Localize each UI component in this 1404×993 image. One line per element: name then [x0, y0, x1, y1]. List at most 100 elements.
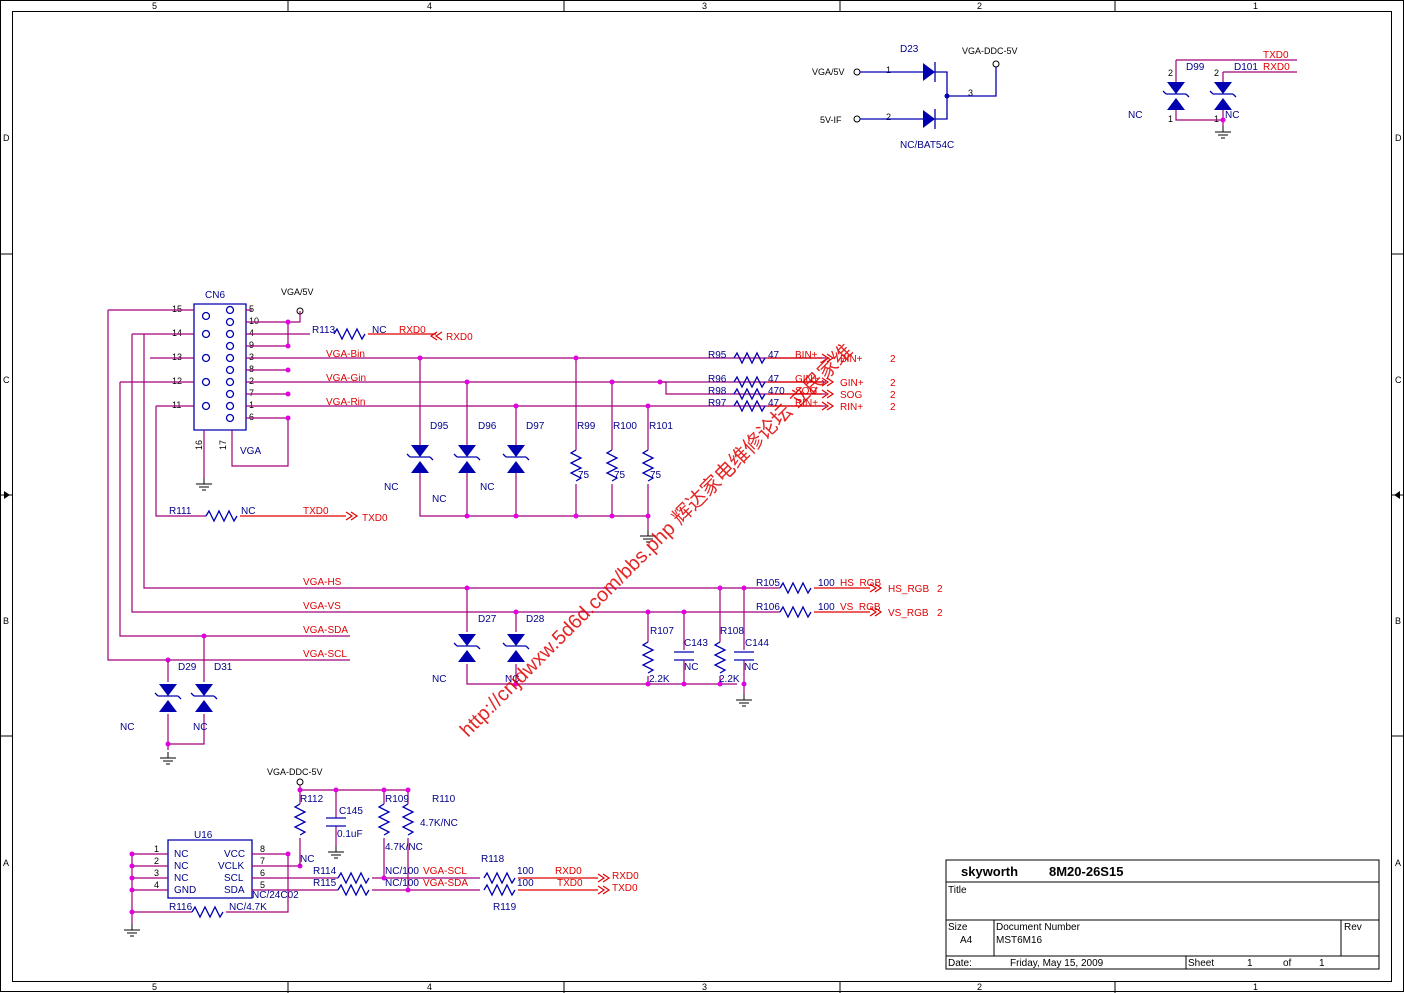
u16-right-label: VCC — [224, 849, 245, 860]
r98-port: SOG — [840, 390, 862, 401]
net-vga-rin: VGA-Rin — [326, 397, 365, 408]
r114-val: NC/100 — [385, 866, 419, 877]
d23-pin2: 2 — [886, 112, 891, 122]
vs-port: VS_RGB — [888, 608, 929, 619]
r107-ref: R107 — [650, 626, 674, 637]
docnum-label: Document Number — [996, 922, 1081, 933]
r118-val: 100 — [517, 866, 534, 877]
u16-left-label: NC — [174, 861, 188, 872]
d23-pin1: 1 — [886, 65, 891, 75]
of-value: 1 — [1319, 958, 1325, 969]
r111-val: NC — [241, 506, 255, 517]
d31-ref: D31 — [214, 662, 233, 673]
d28-val: NC — [505, 674, 519, 685]
u16-left-pin: 4 — [154, 880, 159, 890]
d97-ref: D97 — [526, 421, 545, 432]
r112-val: NC — [300, 854, 314, 865]
r95-val: 47 — [768, 350, 780, 361]
company-name: skyworth — [961, 864, 1018, 879]
d96-ref: D96 — [478, 421, 497, 432]
row-label-right: B — [1395, 616, 1401, 626]
row-label-right: C — [1395, 375, 1402, 385]
cn6-right-pin: 8 — [249, 364, 254, 374]
net-vga-sda: VGA-SDA — [303, 625, 348, 636]
u16-right-label: SCL — [224, 873, 244, 884]
u16-ref: U16 — [194, 830, 213, 841]
u16-left-label: NC — [174, 873, 188, 884]
col-label-top: 5 — [152, 1, 157, 11]
vs-net: VS_RGB — [840, 602, 881, 613]
d97-val: NC — [480, 482, 494, 493]
row-label-right: D — [1395, 133, 1402, 143]
d29-ref: D29 — [178, 662, 197, 673]
txd-port: TXD0 — [612, 883, 638, 894]
title-block: skyworth 8M20-26S15 Title Size A4 Docume… — [945, 859, 1380, 970]
hs-sheet: 2 — [937, 584, 943, 595]
title-label: Title — [948, 885, 967, 896]
txd-net: TXD0 — [557, 878, 583, 889]
r106-ref: R106 — [756, 602, 780, 613]
cn6-left-pin: 14 — [172, 328, 182, 338]
d23-diode-block: D23 NC/BAT54C VGA/5V 5V-IF VGA-DDC-5V 1 … — [812, 44, 1018, 151]
u16-left-label: NC — [174, 849, 188, 860]
r108-ref: R108 — [720, 626, 744, 637]
r116-val: NC/4.7K — [229, 902, 267, 913]
r96-port: GIN+ — [840, 378, 864, 389]
d23-pin3: 3 — [968, 88, 973, 98]
c144-val: NC — [744, 662, 758, 673]
rxd-net: RXD0 — [555, 866, 582, 877]
vga-wiring — [107, 309, 826, 663]
u16-left-pin: 2 — [154, 856, 159, 866]
col-label-top: 1 — [1253, 1, 1258, 11]
r98-sheet: 2 — [890, 390, 896, 401]
u16-part: NC/24C02 — [252, 890, 299, 901]
r96-ref: R96 — [708, 374, 727, 385]
cn6-left-pin: 13 — [172, 352, 182, 362]
sda-net: VGA-SDA — [423, 878, 468, 889]
r97-port: RIN+ — [840, 402, 863, 413]
d28-ref: D28 — [526, 614, 545, 625]
c145-val: 0.1uF — [337, 829, 363, 840]
r110-ref: R110 — [432, 794, 456, 805]
date-value: Friday, May 15, 2009 — [1010, 958, 1104, 969]
r111-net: TXD0 — [303, 506, 329, 517]
u16-right-pin: 5 — [260, 880, 265, 890]
vga-connector: CN6 VGA VGA/5V 15 14 13 12 11 5 10 4 9 3… — [172, 287, 314, 457]
d23-out-label: VGA-DDC-5V — [962, 46, 1018, 56]
sheet-label: Sheet — [1188, 958, 1214, 969]
scl-net: VGA-SCL — [423, 866, 467, 877]
c144-ref: C144 — [745, 638, 769, 649]
col-label-bottom: 1 — [1253, 982, 1258, 992]
cn6-right-pin: 1 — [249, 400, 254, 410]
row-label-left: D — [3, 133, 10, 143]
r98-ref: R98 — [708, 386, 727, 397]
d101-pin2: 2 — [1214, 68, 1219, 78]
d23-in1-label: VGA/5V — [812, 67, 845, 77]
net-rxd0-label: RXD0 — [1263, 62, 1290, 73]
d99-ref: D99 — [1186, 62, 1205, 73]
r107-val: 2.2K — [649, 674, 670, 685]
net-vga-gin: VGA-Gin — [326, 373, 366, 384]
vga-net-labels: VGA-Bin VGA-Gin VGA-Rin VGA-HS VGA-VS VG… — [303, 349, 366, 660]
d27-val: NC — [432, 674, 446, 685]
r96-sheet: 2 — [890, 378, 896, 389]
r97-sheet: 2 — [890, 402, 896, 413]
r100-val: 75 — [614, 470, 626, 481]
cn6-power-label: VGA/5V — [281, 287, 314, 297]
d101-pin1: 1 — [1214, 114, 1219, 124]
col-label-bottom: 3 — [702, 982, 707, 992]
r112-ref: R112 — [300, 794, 324, 805]
cn6-ref: CN6 — [205, 290, 225, 301]
c145-ref: C145 — [339, 806, 363, 817]
u16-left-pin: 1 — [154, 844, 159, 854]
r113-port: RXD0 — [446, 332, 473, 343]
d29-nc: NC — [120, 722, 134, 733]
border-labels: 5 4 3 2 1 5 4 3 2 1 D C B A D C B A — [3, 1, 1402, 992]
cn6-right-pin: 4 — [249, 328, 254, 338]
size-label: Size — [948, 922, 968, 933]
cn6-bottom-pin: 17 — [218, 440, 228, 450]
r113-ref: R113 — [312, 325, 336, 336]
vs-sheet: 2 — [937, 608, 943, 619]
u16-right-pin: 6 — [260, 868, 265, 878]
cn6-right-pin: 2 — [249, 376, 254, 386]
